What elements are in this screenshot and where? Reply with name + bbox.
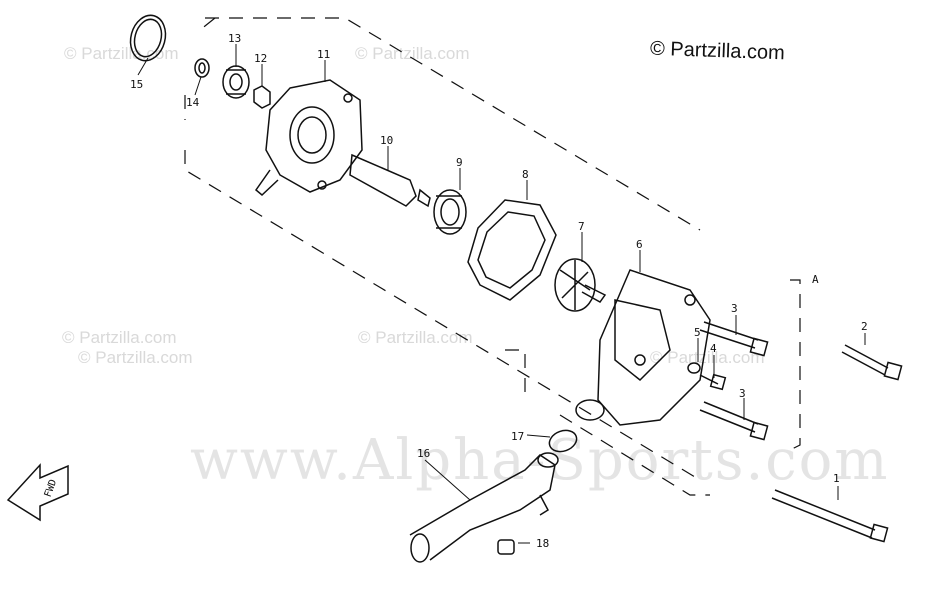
partzilla-watermark: © Partzilla.com bbox=[64, 44, 179, 63]
partzilla-watermark: © Partzilla.com bbox=[358, 328, 473, 347]
callout-8: 8 bbox=[522, 168, 529, 181]
seal-14 bbox=[194, 58, 210, 78]
bolt-4 bbox=[699, 373, 727, 391]
callout-4: 4 bbox=[710, 342, 717, 355]
o-ring-15 bbox=[129, 14, 167, 62]
water-hose-16 bbox=[409, 452, 559, 563]
pump-cover-6 bbox=[575, 269, 711, 426]
callout-11: 11 bbox=[317, 48, 330, 61]
o-ring-17 bbox=[548, 429, 578, 453]
partzilla-watermark: © Partzilla.com bbox=[355, 44, 470, 63]
bolt-18 bbox=[497, 539, 515, 555]
callout-7: 7 bbox=[578, 220, 585, 233]
callout-13: 13 bbox=[228, 32, 241, 45]
gasket-8 bbox=[467, 199, 557, 301]
callout-10: 10 bbox=[380, 134, 393, 147]
callout-5: 5 bbox=[694, 326, 701, 339]
mechanical-seal-9 bbox=[433, 189, 467, 235]
front-direction-label: FWD bbox=[43, 478, 60, 499]
nut-12 bbox=[253, 85, 271, 109]
part-callouts: 1 2 3 3 4 5 6 7 8 9 10 11 12 13 14 15 16… bbox=[130, 32, 868, 550]
shaft-10 bbox=[349, 153, 431, 208]
pump-housing-11 bbox=[254, 79, 363, 197]
section-marker-label: A bbox=[812, 273, 819, 286]
callout-18: 18 bbox=[536, 537, 549, 550]
leader-lines bbox=[137, 44, 866, 544]
callout-1: 1 bbox=[833, 472, 840, 485]
callout-2: 2 bbox=[861, 320, 868, 333]
callout-3-upper: 3 bbox=[731, 302, 738, 315]
callout-17: 17 bbox=[511, 430, 524, 443]
washer-5 bbox=[687, 362, 701, 374]
partzilla-watermark: © Partzilla.com bbox=[78, 348, 193, 367]
impeller-7 bbox=[554, 258, 607, 312]
callout-12: 12 bbox=[254, 52, 267, 65]
callout-16: 16 bbox=[417, 447, 430, 460]
dashed-reference-lines bbox=[184, 17, 801, 496]
front-direction-arrow bbox=[6, 463, 69, 522]
callout-9: 9 bbox=[456, 156, 463, 169]
bearing-13 bbox=[222, 65, 250, 99]
bolt-3-upper bbox=[699, 321, 769, 357]
callout-6: 6 bbox=[636, 238, 643, 251]
partzilla-watermark: © Partzilla.com bbox=[650, 348, 765, 367]
callout-14: 14 bbox=[186, 96, 200, 109]
callout-15: 15 bbox=[130, 78, 143, 91]
bolt-3-lower bbox=[699, 401, 769, 441]
bolt-2 bbox=[841, 344, 903, 381]
partzilla-watermark: © Partzilla.com bbox=[62, 328, 177, 347]
bolt-1 bbox=[771, 489, 889, 543]
callout-3-lower: 3 bbox=[739, 387, 746, 400]
